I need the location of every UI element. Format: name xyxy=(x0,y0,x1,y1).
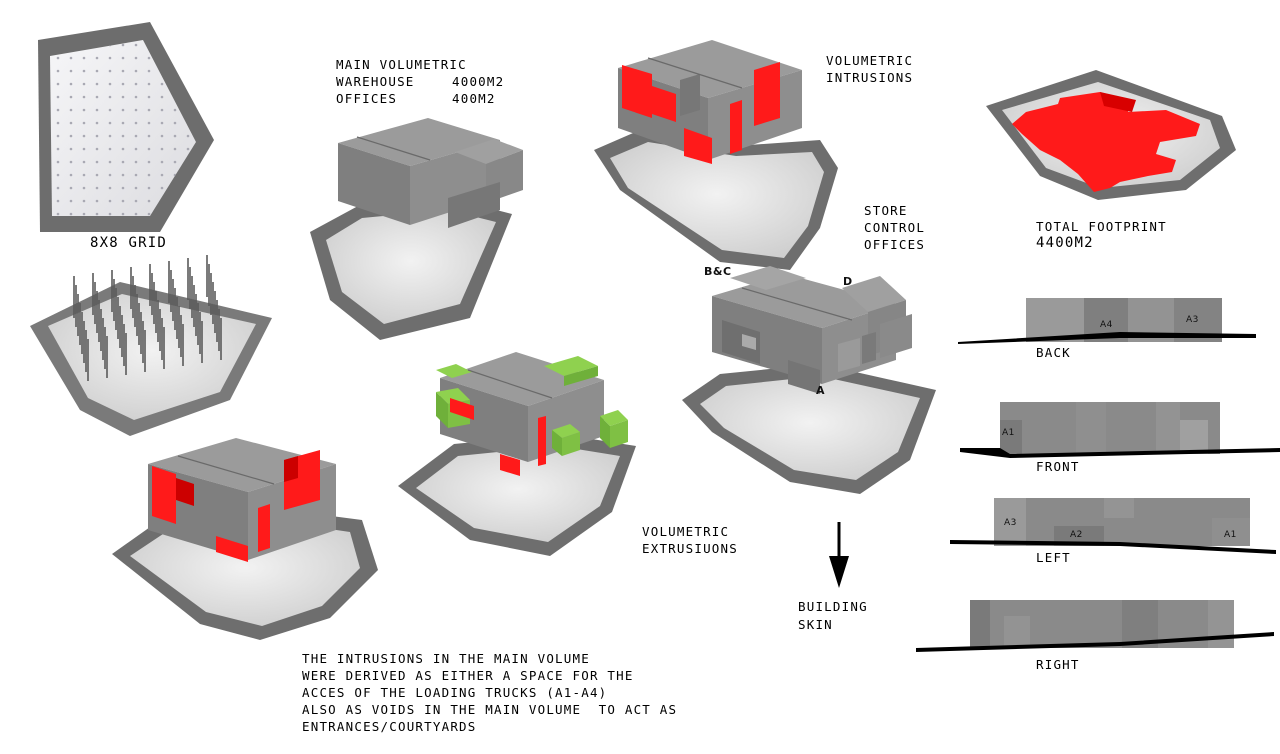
elevation-back xyxy=(958,298,1256,344)
offices-area: 400m2 xyxy=(452,91,496,106)
description-line-3: ACCES OF THE LOADING TRUCKS (A1-A4) xyxy=(302,685,608,700)
elevation-right-label: RIGHT xyxy=(1036,657,1080,672)
offices-label-2: OFFICES xyxy=(864,237,926,252)
main-volumetric-title: MAIN VOLUMETRIC xyxy=(336,57,467,72)
store-label: STORE xyxy=(864,203,908,218)
intrusions-title-1: VOLUMETRIC xyxy=(826,53,914,68)
elevation-back-label: BACK xyxy=(1036,345,1071,360)
warehouse-label: WAREHOUSE xyxy=(336,74,415,89)
footprint-area: 4400m2 xyxy=(1036,235,1094,251)
building-skin-1: BUILDING xyxy=(798,599,868,614)
tag-a2: A2 xyxy=(1070,530,1083,540)
extrusions-title-1: VOLUMETRIC xyxy=(642,524,730,539)
description-line-1: THE INTRUSIONS IN THE MAIN VOLUME xyxy=(302,651,590,666)
intrusions-model-2 xyxy=(112,438,378,640)
elevation-left-label: LEFT xyxy=(1036,550,1071,565)
footprint-plan xyxy=(986,70,1236,200)
description-line-2: WERE DERIVED AS EITHER A SPACE FOR THE xyxy=(302,668,634,683)
site-columns xyxy=(30,255,272,436)
tag-a3-back: A3 xyxy=(1186,315,1199,325)
description-line-5: ENTRANCES/COURTYARDS xyxy=(302,719,477,734)
extrusions-title-2: EXTRUSIUONS xyxy=(642,541,738,556)
elevation-right xyxy=(916,600,1274,652)
control-label: CONTROL xyxy=(864,220,926,235)
tag-a1-front: A1 xyxy=(1002,428,1015,438)
grid-label: 8x8 grid xyxy=(90,235,168,251)
tag-a: A xyxy=(816,384,826,397)
tag-a1-left: A1 xyxy=(1224,530,1237,540)
elevation-front-label: FRONT xyxy=(1036,459,1080,474)
tag-a4: A4 xyxy=(1100,320,1113,330)
down-arrow-icon xyxy=(829,522,849,588)
elevation-left xyxy=(950,498,1276,554)
tag-d: D xyxy=(843,275,853,288)
intrusions-model xyxy=(594,40,838,270)
extrusions-model xyxy=(398,352,636,556)
footprint-title: TOTAL FOOTPRINT xyxy=(1036,219,1167,234)
intrusions-title-2: INTRUSIONS xyxy=(826,70,914,85)
building-skin-2: SKIN xyxy=(798,617,833,632)
site-grid-plate xyxy=(38,22,214,232)
store-control-model xyxy=(682,266,936,494)
main-volume-model xyxy=(310,118,523,340)
description-line-4: ALSO AS VOIDS IN THE MAIN VOLUME TO ACT … xyxy=(302,702,678,717)
tag-bc: B&C xyxy=(704,265,732,278)
elevation-front xyxy=(960,402,1280,458)
offices-label: OFFICES xyxy=(336,91,398,106)
tag-a3-left: A3 xyxy=(1004,518,1017,528)
warehouse-area: 4000m2 xyxy=(452,74,505,89)
